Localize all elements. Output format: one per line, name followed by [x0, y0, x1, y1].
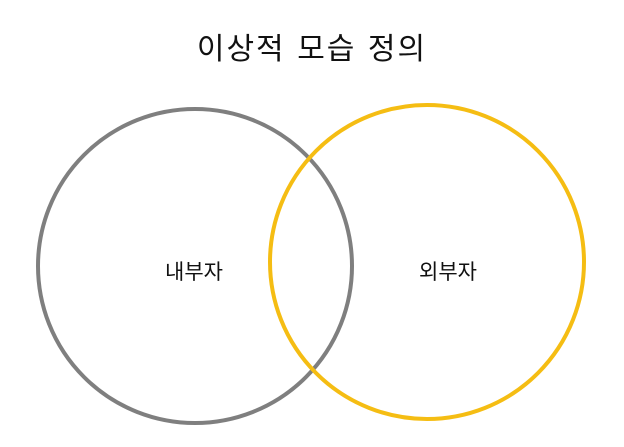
page-title: 이상적 모습 정의: [196, 32, 428, 67]
circle-label-outsider: 외부자: [419, 260, 477, 284]
circle-outsider: [268, 103, 586, 421]
circle-label-insider: 내부자: [165, 260, 223, 284]
circle-insider: [36, 107, 354, 425]
